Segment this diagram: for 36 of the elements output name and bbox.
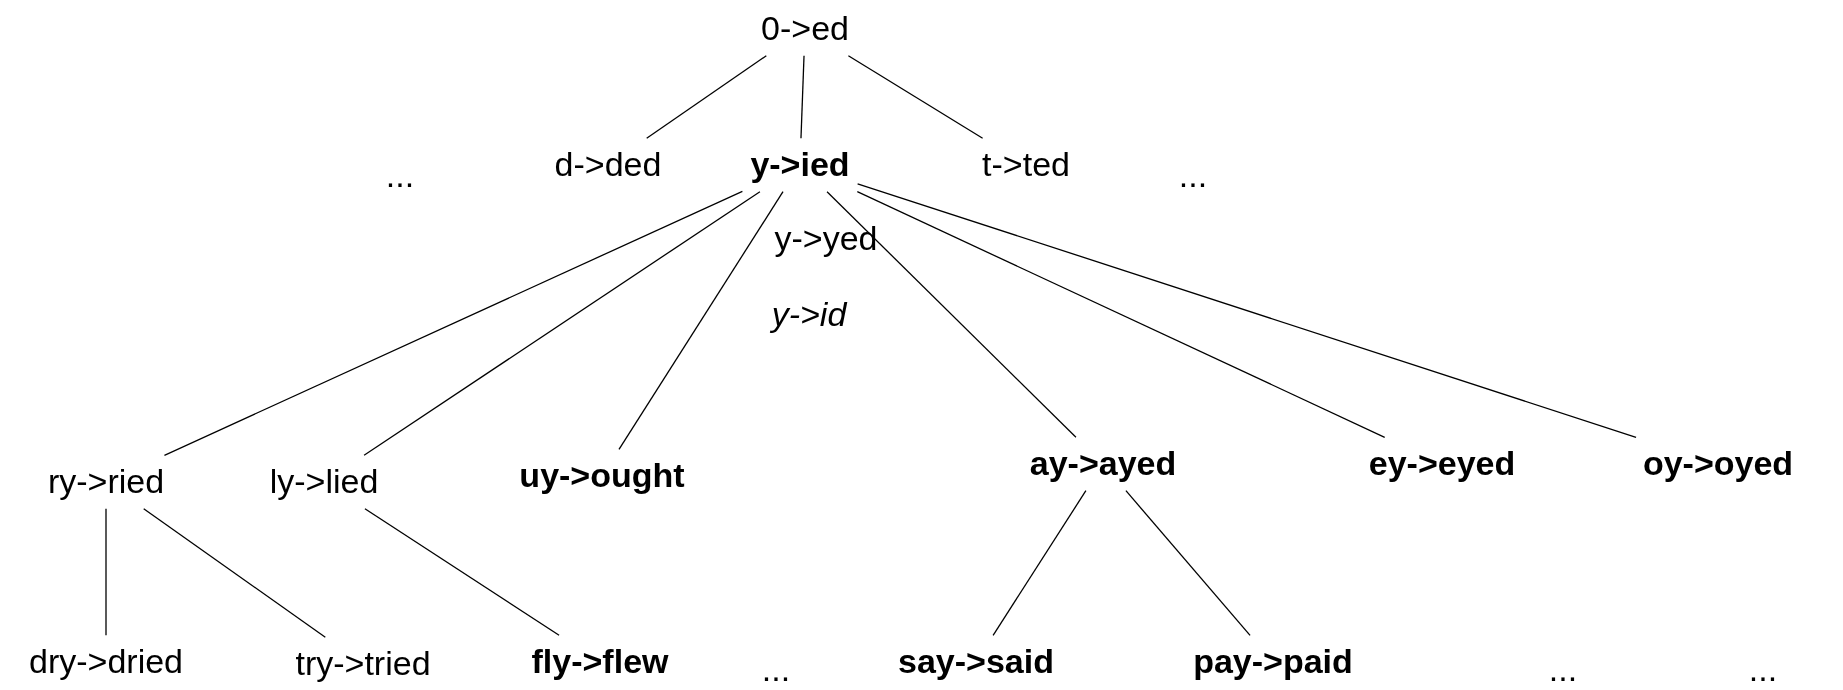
ellipsis-text: ... (761, 651, 791, 689)
tree-branch-line (856, 183, 1637, 438)
tree-branch-line (992, 490, 1087, 636)
alternative-rule-text: y->id (771, 296, 847, 334)
tree-branch-line (847, 55, 984, 139)
tree-node-text: 0->ed (761, 10, 849, 48)
tree-branch-line (1125, 490, 1251, 636)
tree-node-text: pay->paid (1193, 643, 1353, 681)
tree-node-text: dry->dried (29, 643, 183, 681)
tree-node-text: uy->ought (519, 457, 685, 495)
tree-node-text: say->said (898, 643, 1054, 681)
tree-branch-line (800, 55, 805, 139)
tree-branch-line (143, 508, 326, 638)
alternative-rule-text: y->yed (774, 220, 878, 258)
ellipsis-text: ... (1548, 651, 1578, 689)
tree-branch-line (826, 191, 1077, 438)
tree-node-text: t->ted (982, 146, 1070, 184)
tree-node-text: fly->flew (531, 643, 669, 681)
tree-branch-line (364, 508, 560, 636)
tree-node-text: y->ied (750, 146, 850, 184)
tree-node-text: ly->lied (269, 463, 379, 501)
tree-branch-line (105, 508, 107, 636)
tree-branch-line (646, 55, 767, 139)
tree-node-text: ey->eyed (1368, 445, 1516, 483)
ellipsis-text: ... (1178, 157, 1208, 195)
tree-branch-line (856, 191, 1386, 438)
tree-node-text: try->tried (295, 645, 431, 683)
tree-branch-line (163, 190, 744, 456)
tree-node-text: d->ded (554, 146, 662, 184)
tree-node-text: ry->ried (47, 463, 165, 501)
tree-branch-line (618, 191, 784, 450)
ellipsis-text: ... (385, 157, 415, 195)
tree-branch-line (363, 191, 761, 456)
ellipsis-text: ... (1748, 651, 1778, 689)
tree-node-text: ay->ayed (1029, 445, 1177, 483)
tree-node-text: oy->oyed (1642, 445, 1794, 483)
